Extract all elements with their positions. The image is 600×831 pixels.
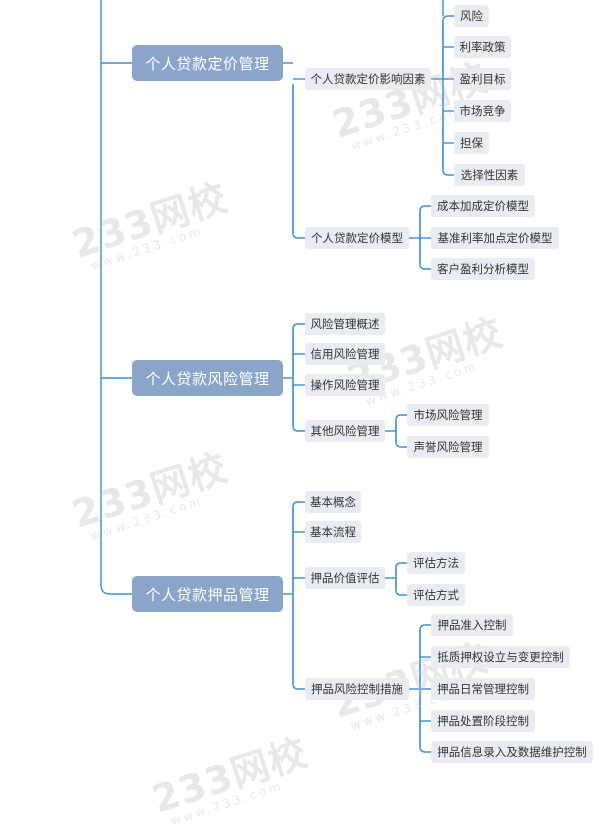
node-daily-management-control: 押品日常管理控制 [431,678,535,700]
node-operational-risk: 操作风险管理 [305,374,385,396]
node-other-risk: 其他风险管理 [305,420,385,442]
node-market-competition: 市场竞争 [454,100,511,122]
connector-line [100,0,132,595]
connector-line [292,232,305,239]
connector-line [419,205,431,212]
node-collateral-risk-control: 押品风险控制措施 [305,678,409,700]
node-cost-plus-model: 成本加成定价模型 [431,195,535,217]
connector-line [419,624,431,631]
connector-line [292,683,305,690]
branch-collateral: 个人贷款押品管理 [132,576,283,612]
connector-line [442,15,454,22]
branch-pricing: 个人贷款定价管理 [132,45,283,81]
node-customer-profit-model: 客户盈利分析模型 [431,258,535,280]
node-risk-overview: 风险管理概述 [305,313,385,335]
node-reputation-risk: 声誉风险管理 [407,436,489,458]
connector-line [292,501,305,508]
branch-risk: 个人贷款风险管理 [132,360,283,396]
connector-line [395,562,407,569]
node-guarantee: 担保 [454,132,489,154]
node-risk: 风险 [454,5,489,27]
node-credit-risk: 信用风险管理 [305,343,385,365]
connector-line [419,263,431,270]
connector-line [442,169,454,176]
connector-lines [100,0,454,753]
node-basic-concept: 基本概念 [305,491,361,513]
node-profit-target: 盈利目标 [454,68,511,90]
connector-line [292,425,305,432]
node-rate-policy: 利率政策 [454,36,511,58]
node-basic-process: 基本流程 [305,521,361,543]
connector-line [395,414,407,421]
node-benchmark-rate-model: 基准利率加点定价模型 [431,227,559,249]
connector-line [292,323,305,330]
node-pricing-factors: 个人贷款定价影响因素 [305,68,431,90]
node-collateral-valuation: 押品价值评估 [305,567,385,589]
node-selective-factors: 选择性因素 [454,164,525,186]
connector-line [395,589,407,596]
connector-line [419,746,431,753]
connector-line [395,441,407,448]
node-market-risk: 市场风险管理 [407,404,489,426]
node-valuation-method: 评估方法 [407,552,465,574]
node-data-maintenance-control: 押品信息录入及数据维护控制 [431,741,593,763]
node-valuation-approach: 评估方式 [407,584,465,606]
node-pricing-models: 个人贷款定价模型 [305,227,409,249]
node-pledge-setup-control: 抵质押权设立与变更控制 [431,646,570,668]
node-admission-control: 押品准入控制 [431,614,513,636]
node-disposal-control: 押品处置阶段控制 [431,710,535,732]
